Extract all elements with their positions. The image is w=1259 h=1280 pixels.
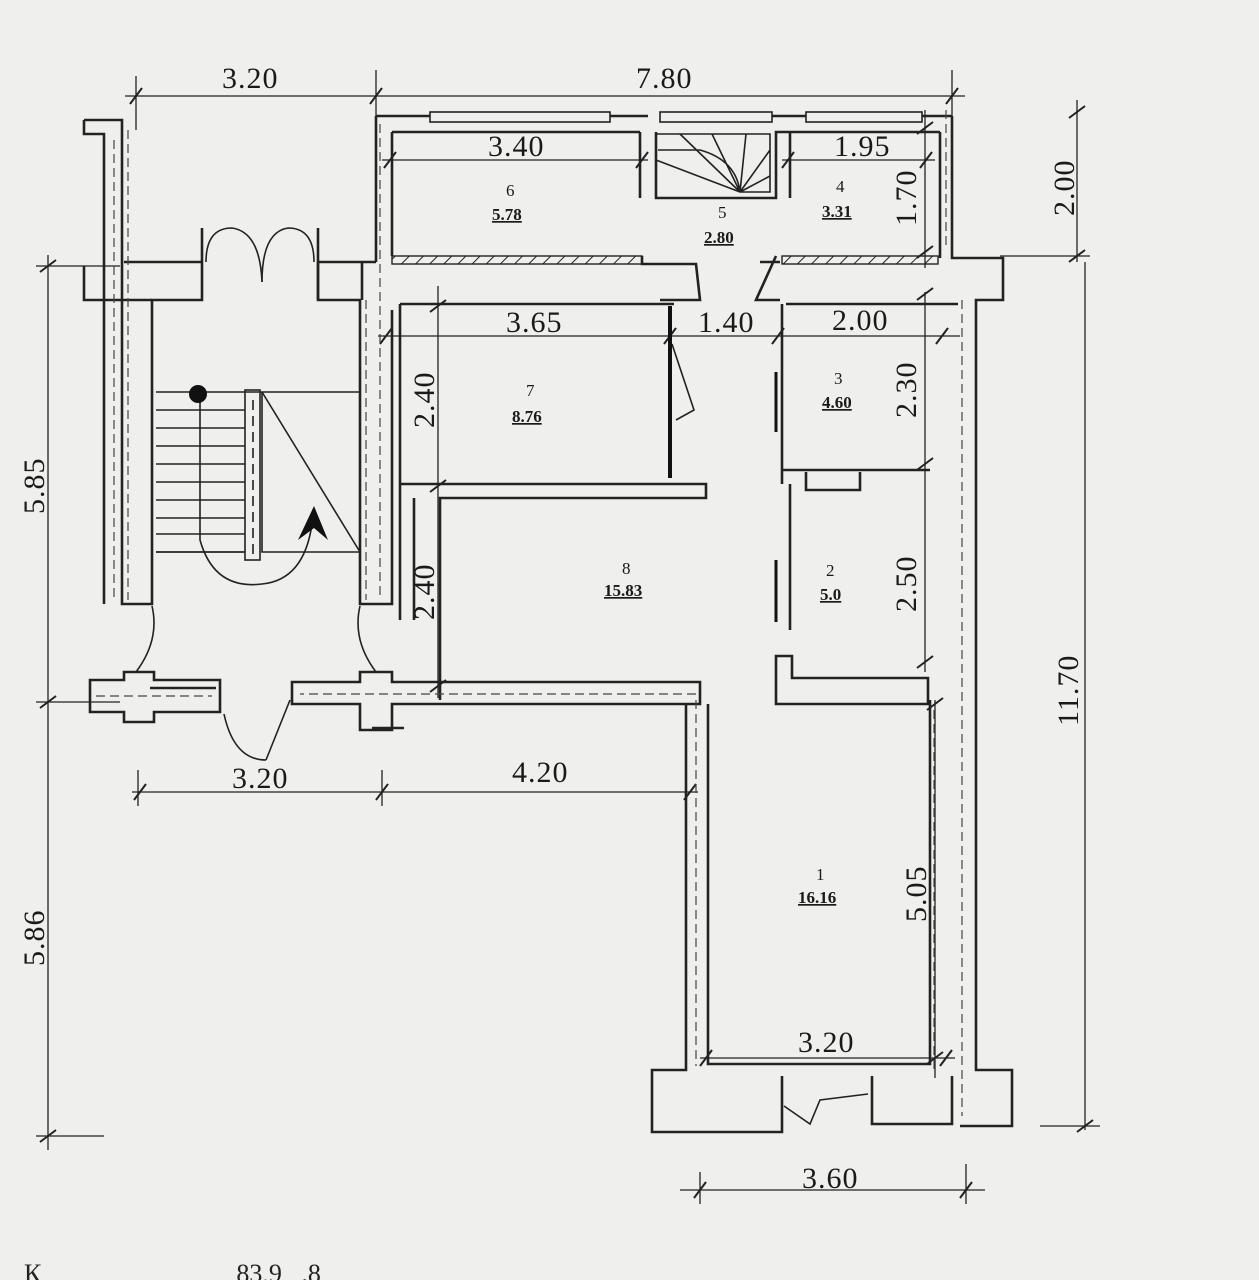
dim-right-total: 11.70 — [1052, 655, 1085, 726]
dim-room8-height: 2.40 — [408, 564, 441, 621]
dim-bottom-right: 3.60 — [802, 1162, 859, 1195]
dim-right-top: 2.00 — [1048, 160, 1081, 217]
footer-caption: К 83,9 .8 — [24, 1259, 321, 1280]
doors — [135, 227, 869, 1126]
dim-room3-width: 2.00 — [832, 304, 889, 337]
dashed-traces — [96, 110, 963, 1116]
dim-bottom-left: 3.20 — [232, 762, 289, 795]
dim-left-lower: 5.86 — [18, 910, 51, 967]
room-2-number: 2 — [826, 561, 835, 580]
room-6-number: 6 — [506, 181, 515, 200]
dim-left-upper: 5.85 — [18, 458, 51, 515]
room-8-area: 15.83 — [604, 581, 642, 600]
spiral-staircase — [655, 133, 771, 193]
room-5-area: 2.80 — [704, 228, 734, 247]
room-2-area: 5.0 — [820, 585, 841, 604]
dim-bottom-mid: 4.20 — [512, 756, 569, 789]
room-1-area: 16.16 — [798, 888, 836, 907]
room-labels: 6 5.78 5 2.80 4 3.31 7 8.76 3 4.60 8 15.… — [492, 177, 852, 907]
room-1-number: 1 — [816, 865, 825, 884]
room-4-area: 3.31 — [822, 202, 852, 221]
room-5-number: 5 — [718, 203, 727, 222]
dim-room7-height: 2.40 — [408, 372, 441, 429]
dim-room4-height: 1.70 — [890, 170, 923, 227]
dim-top-total: 7.80 — [636, 62, 693, 95]
room-8-number: 8 — [622, 559, 631, 578]
dim-room3-height: 2.30 — [890, 362, 923, 419]
dim-room2-height: 2.50 — [890, 556, 923, 613]
dimension-labels: 3.20 7.80 3.40 1.95 1.70 2.00 5.85 5.86 … — [18, 62, 1085, 1195]
dot-icon — [189, 385, 207, 403]
dim-corridor-width: 1.40 — [698, 306, 755, 339]
dim-room4-width: 1.95 — [834, 130, 891, 163]
dim-room1-width: 3.20 — [798, 1026, 855, 1059]
room-4-number: 4 — [836, 177, 845, 196]
room-3-area: 4.60 — [822, 393, 852, 412]
dim-room7-width: 3.65 — [506, 306, 563, 339]
room-3-number: 3 — [834, 369, 843, 388]
room-6-area: 5.78 — [492, 205, 522, 224]
dim-top-left: 3.20 — [222, 62, 279, 95]
dim-room6-width: 3.40 — [488, 130, 545, 163]
main-staircase — [156, 385, 361, 586]
walls — [82, 111, 1014, 1134]
room-7-number: 7 — [526, 381, 535, 400]
room-7-area: 8.76 — [512, 407, 542, 426]
dim-room1-height: 5.05 — [900, 866, 933, 923]
arrow-up-icon — [298, 506, 328, 540]
